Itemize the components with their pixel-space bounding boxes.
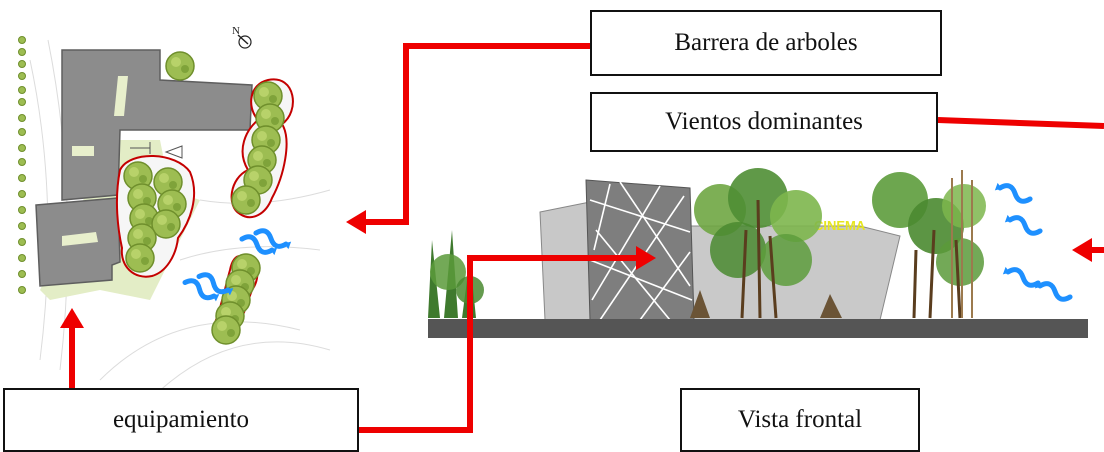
border-shrubs [18,36,26,294]
stair-detail [72,146,94,156]
dominant-winds-arrow [937,117,1104,129]
ground-line [428,319,1088,338]
vegetation [428,168,986,319]
tree-icon [165,51,195,81]
front-view-text: Vista frontal [737,406,863,433]
tree-barrier-arrow [362,43,590,225]
tree-barrier-east [230,78,294,219]
wind-icon [1003,266,1040,288]
tree-barrier-text: Barrera de arboles [674,29,858,56]
arrowheads [60,210,1104,328]
wind-icon [1005,214,1042,236]
callout-arrows [69,43,1104,433]
courtyard-slot [114,76,128,116]
arrowhead-icon [346,210,366,234]
north-arrow: N [232,25,252,49]
front-elevation: CINEMA [428,168,1088,338]
front-view-label: Vista frontal [680,388,920,452]
entrance-path [130,142,151,154]
tree-barrier-label: Barrera de arboles [590,10,942,76]
compass-icon [238,35,252,49]
equipment-text: equipamiento [112,406,250,433]
arrowhead-icon [60,308,84,328]
arrowhead-icon [1072,238,1092,262]
svg-text:N: N [232,25,240,37]
entrance-arrow-icon [164,145,183,159]
wind-icon [995,182,1032,204]
tree-barrier-south [211,253,261,345]
dominant-winds-label: Vientos dominantes [590,92,938,152]
arrowhead-icon [636,246,656,270]
wind-icon [1035,280,1072,302]
site-plan: N [18,25,331,401]
tree-barrier-center [115,155,195,278]
dominant-winds-text: Vientos dominantes [665,108,863,135]
wing-detail [62,232,98,246]
equipment-arrow-right [358,255,640,433]
building-sign: CINEMA [814,218,866,233]
equipment-label: equipamiento [3,388,359,452]
